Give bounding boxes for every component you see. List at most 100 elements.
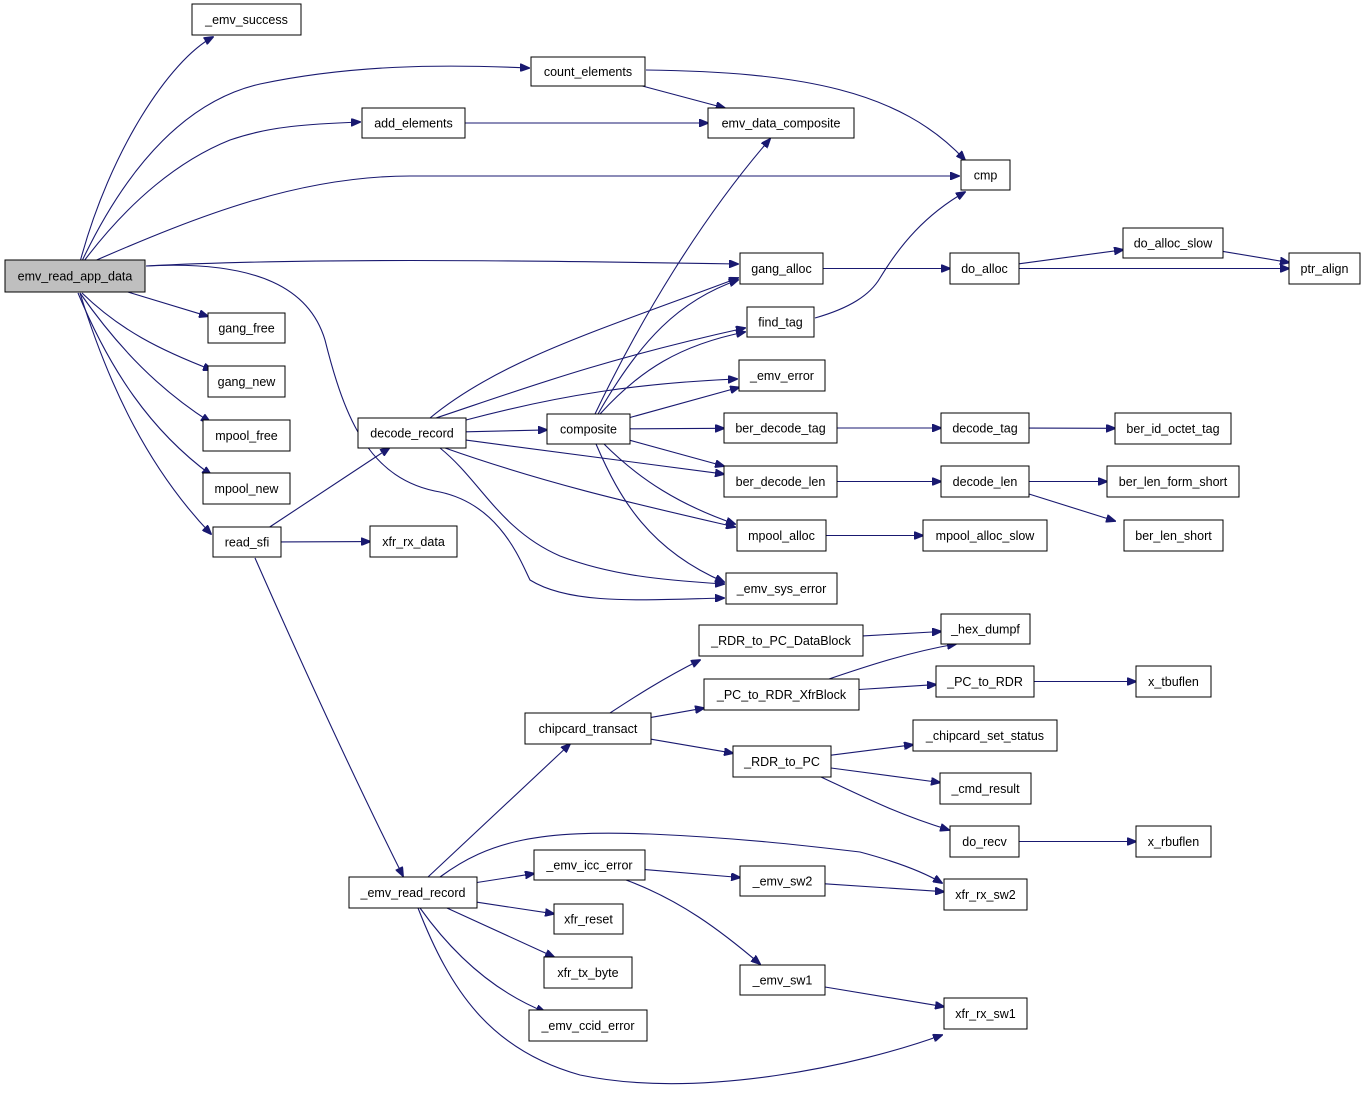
edge-_emv_read_record-to-chipcard_transact bbox=[427, 744, 570, 878]
node-ptr_align[interactable]: ptr_align bbox=[1288, 252, 1361, 285]
node-box bbox=[698, 624, 864, 657]
edge-_PC_to_RDR_XfrBlock-to-_PC_to_RDR bbox=[858, 685, 936, 691]
node-x_rbuflen[interactable]: x_rbuflen bbox=[1135, 825, 1212, 858]
node-_emv_sw1[interactable]: _emv_sw1 bbox=[739, 964, 826, 996]
node-_RDR_to_PC_DataBlock[interactable]: _RDR_to_PC_DataBlock bbox=[698, 624, 864, 657]
node-label: _emv_success bbox=[204, 13, 288, 27]
node-gang_alloc[interactable]: gang_alloc bbox=[739, 252, 824, 285]
nodes-layer: emv_read_app_data _emv_success count_eleme… bbox=[4, 3, 1361, 1042]
node-decode_len[interactable]: decode_len bbox=[940, 465, 1030, 498]
node-label: composite bbox=[560, 423, 617, 437]
node-_chipcard_set_status[interactable]: _chipcard_set_status bbox=[912, 719, 1058, 752]
node-box bbox=[935, 665, 1035, 698]
node-box bbox=[1288, 252, 1361, 285]
edge-_emv_read_record-to-xfr_rx_sw1 bbox=[417, 907, 942, 1085]
edge-decode_record-to-find_tag bbox=[435, 328, 745, 419]
node-count_elements[interactable]: count_elements bbox=[530, 56, 646, 87]
node-box bbox=[1114, 412, 1232, 445]
node-label: mpool_alloc_slow bbox=[936, 529, 1036, 543]
edge-composite-to-ber_decode_tag bbox=[629, 428, 724, 429]
node-box bbox=[739, 865, 826, 897]
node-ber_len_form_short[interactable]: ber_len_form_short bbox=[1106, 465, 1240, 498]
node-chipcard_transact[interactable]: chipcard_transact bbox=[524, 712, 652, 745]
node-_cmd_result[interactable]: _cmd_result bbox=[939, 772, 1032, 805]
node-label: emv_data_composite bbox=[722, 117, 841, 131]
node-emv_data_composite[interactable]: emv_data_composite bbox=[707, 107, 855, 139]
node-emv_read_app_data[interactable]: emv_read_app_data bbox=[4, 259, 146, 293]
node-gang_free[interactable]: gang_free bbox=[207, 312, 286, 344]
node-find_tag[interactable]: find_tag bbox=[746, 306, 815, 338]
node-_PC_to_RDR[interactable]: _PC_to_RDR bbox=[935, 665, 1035, 698]
node-label: xfr_tx_byte bbox=[557, 966, 618, 980]
edge-emv_read_app_data-to-mpool_free bbox=[79, 292, 210, 422]
node-do_recv[interactable]: do_recv bbox=[949, 825, 1020, 858]
node-_emv_success[interactable]: _emv_success bbox=[191, 3, 302, 36]
node-label: _PC_to_RDR bbox=[946, 675, 1023, 689]
node-mpool_free[interactable]: mpool_free bbox=[202, 419, 291, 452]
node-xfr_rx_sw2[interactable]: xfr_rx_sw2 bbox=[943, 878, 1028, 911]
node-decode_record[interactable]: decode_record bbox=[357, 417, 467, 449]
node-_emv_ccid_error[interactable]: _emv_ccid_error bbox=[528, 1009, 648, 1042]
edge-composite-to-_emv_error bbox=[629, 387, 739, 419]
node-box bbox=[922, 519, 1048, 552]
node-box bbox=[533, 849, 646, 881]
node-xfr_rx_data[interactable]: xfr_rx_data bbox=[369, 525, 458, 558]
node-xfr_tx_byte[interactable]: xfr_tx_byte bbox=[543, 956, 633, 989]
edge-_emv_sw2-to-xfr_rx_sw2 bbox=[824, 883, 944, 892]
node-box bbox=[960, 159, 1011, 191]
node-_RDR_to_PC[interactable]: _RDR_to_PC bbox=[732, 745, 832, 778]
node-x_tbuflen[interactable]: x_tbuflen bbox=[1135, 665, 1212, 698]
node-mpool_alloc_slow[interactable]: mpool_alloc_slow bbox=[922, 519, 1048, 552]
node-_emv_error[interactable]: _emv_error bbox=[738, 359, 826, 392]
node-box bbox=[939, 772, 1032, 805]
edge-_emv_read_record-to-_emv_icc_error bbox=[476, 874, 534, 884]
edge-composite-to-_emv_sys_error bbox=[595, 443, 724, 582]
node-label: mpool_free bbox=[215, 429, 278, 443]
node-label: mpool_new bbox=[215, 482, 280, 496]
node-ber_id_octet_tag[interactable]: ber_id_octet_tag bbox=[1114, 412, 1232, 445]
node-mpool_new[interactable]: mpool_new bbox=[202, 472, 291, 505]
node-gang_new[interactable]: gang_new bbox=[207, 365, 286, 398]
node-_emv_icc_error[interactable]: _emv_icc_error bbox=[533, 849, 646, 881]
edge-do_alloc_slow-to-ptr_align bbox=[1222, 250, 1289, 262]
node-decode_tag[interactable]: decode_tag bbox=[940, 412, 1030, 444]
node-label: _PC_to_RDR_XfrBlock bbox=[716, 688, 847, 702]
edge-read_sfi-to-_emv_read_record bbox=[254, 557, 403, 876]
node-composite[interactable]: composite bbox=[546, 413, 631, 445]
node-add_elements[interactable]: add_elements bbox=[361, 107, 466, 139]
edge-composite-to-mpool_alloc bbox=[603, 443, 735, 524]
edge-chipcard_transact-to-_RDR_to_PC bbox=[650, 738, 733, 753]
node-xfr_reset[interactable]: xfr_reset bbox=[553, 903, 624, 935]
node-_PC_to_RDR_XfrBlock[interactable]: _PC_to_RDR_XfrBlock bbox=[703, 678, 860, 711]
edge-_emv_read_record-to-xfr_reset bbox=[476, 901, 554, 914]
edge-emv_read_app_data-to-_emv_success bbox=[79, 37, 213, 263]
node-box bbox=[348, 876, 478, 909]
node-read_sfi[interactable]: read_sfi bbox=[212, 526, 282, 558]
node-label: x_tbuflen bbox=[1148, 675, 1199, 689]
node-_emv_read_record[interactable]: _emv_read_record bbox=[348, 876, 478, 909]
node-box bbox=[1135, 665, 1212, 698]
node-label: ptr_align bbox=[1301, 262, 1349, 276]
node-ber_decode_len[interactable]: ber_decode_len bbox=[723, 465, 838, 498]
node-box bbox=[738, 359, 826, 392]
node-_emv_sys_error[interactable]: _emv_sys_error bbox=[725, 572, 838, 605]
node-box bbox=[543, 956, 633, 989]
node-label: gang_new bbox=[218, 375, 277, 389]
node-label: xfr_rx_data bbox=[382, 535, 445, 549]
node-ber_len_short[interactable]: ber_len_short bbox=[1123, 519, 1224, 552]
node-_emv_sw2[interactable]: _emv_sw2 bbox=[739, 865, 826, 897]
node-cmp[interactable]: cmp bbox=[960, 159, 1011, 191]
node-label: emv_read_app_data bbox=[18, 270, 133, 284]
edge-_RDR_to_PC-to-do_recv bbox=[820, 776, 949, 830]
node-mpool_alloc[interactable]: mpool_alloc bbox=[736, 519, 827, 552]
node-do_alloc[interactable]: do_alloc bbox=[949, 252, 1020, 285]
node-xfr_rx_sw1[interactable]: xfr_rx_sw1 bbox=[943, 997, 1028, 1030]
node-ber_decode_tag[interactable]: ber_decode_tag bbox=[723, 412, 838, 444]
node-_hex_dumpf[interactable]: _hex_dumpf bbox=[940, 613, 1031, 645]
edge-_emv_read_record-to-xfr_rx_sw2 bbox=[439, 832, 942, 883]
node-label: find_tag bbox=[758, 316, 803, 330]
node-label: do_alloc_slow bbox=[1134, 237, 1213, 251]
node-label: ber_len_short bbox=[1135, 529, 1212, 543]
node-box bbox=[4, 259, 146, 293]
node-do_alloc_slow[interactable]: do_alloc_slow bbox=[1122, 227, 1224, 259]
